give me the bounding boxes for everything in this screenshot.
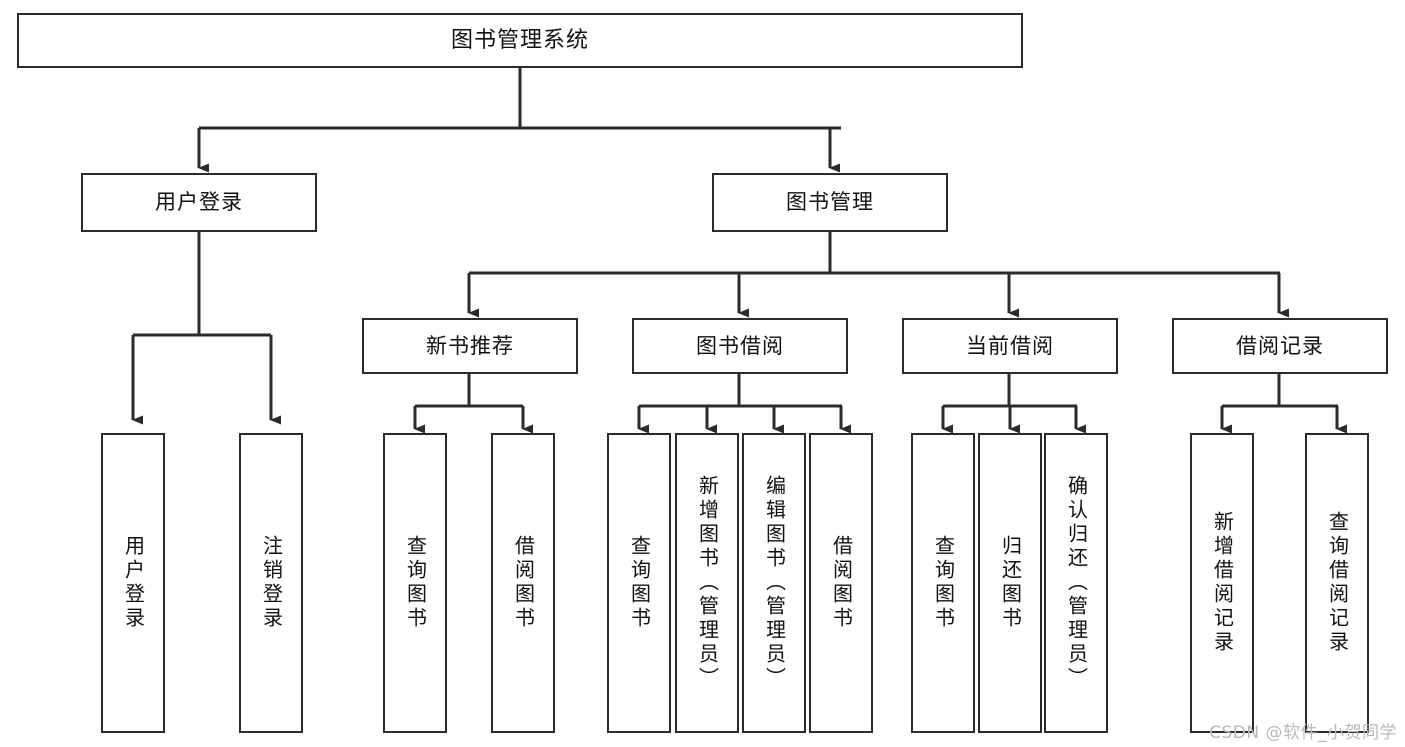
node-current-borrow[interactable]: 当前借阅: [902, 318, 1118, 374]
leaf-return-book[interactable]: 归还图书: [978, 433, 1042, 733]
csdn-watermark: CSDN @软件_小贺同学: [1209, 723, 1397, 743]
node-book-borrow[interactable]: 图书借阅: [632, 318, 848, 374]
leaf-edit-book-admin[interactable]: 编辑图书（管理员）: [742, 433, 806, 733]
node-book-management[interactable]: 图书管理: [712, 173, 948, 232]
leaf-confirm-return-admin[interactable]: 确认归还（管理员）: [1044, 433, 1108, 733]
leaf-borrow-book[interactable]: 借阅图书: [809, 433, 873, 733]
leaf-add-borrow-record[interactable]: 新增借阅记录: [1190, 433, 1254, 733]
leaf-logout[interactable]: 注销登录: [239, 433, 303, 733]
node-user-login[interactable]: 用户登录: [81, 173, 317, 232]
leaf-query-borrow-record[interactable]: 查询借阅记录: [1305, 433, 1369, 733]
leaf-borrow-book-newbook[interactable]: 借阅图书: [491, 433, 555, 733]
leaf-user-login[interactable]: 用户登录: [101, 433, 165, 733]
leaf-add-book-admin[interactable]: 新增图书（管理员）: [675, 433, 739, 733]
node-root[interactable]: 图书管理系统: [17, 13, 1023, 68]
node-new-book-recommend[interactable]: 新书推荐: [362, 318, 578, 374]
node-borrow-records[interactable]: 借阅记录: [1172, 318, 1388, 374]
leaf-query-book-current[interactable]: 查询图书: [911, 433, 975, 733]
leaf-query-book-borrow[interactable]: 查询图书: [607, 433, 671, 733]
leaf-query-book-newbook[interactable]: 查询图书: [383, 433, 447, 733]
